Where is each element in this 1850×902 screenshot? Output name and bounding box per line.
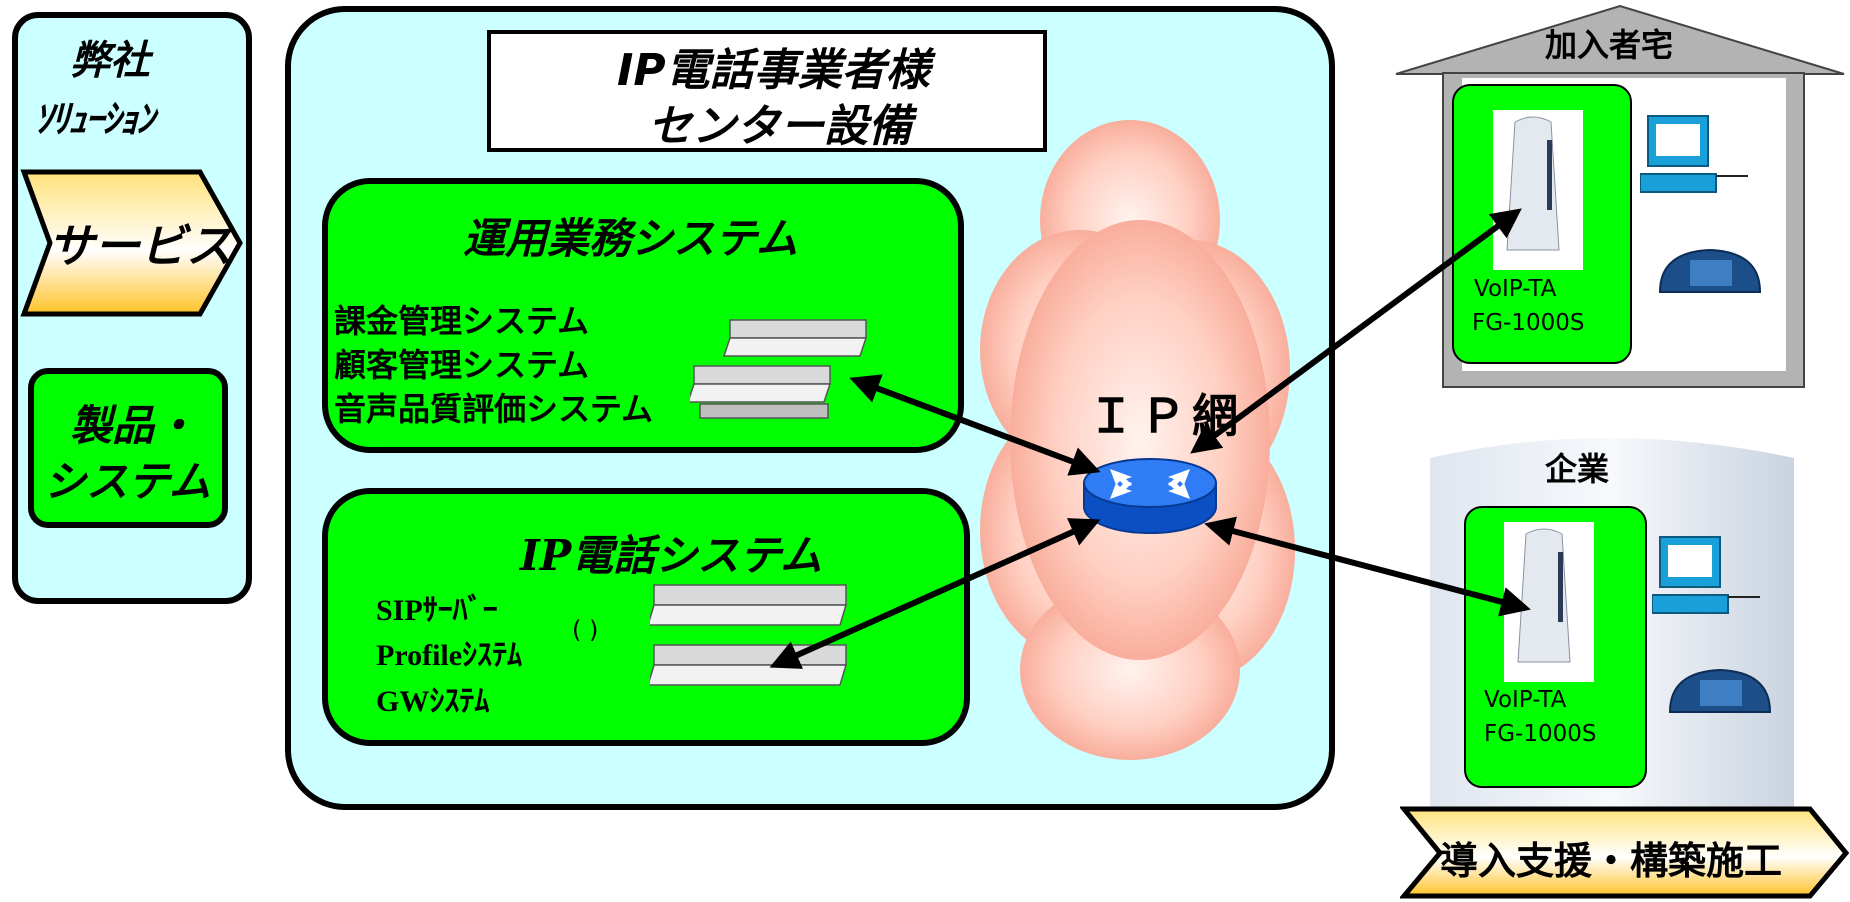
product-label-line1: 製品・ — [70, 401, 197, 450]
installation-banner — [1400, 806, 1850, 899]
ip-item-sip-server: SIPｻｰﾊﾞｰ — [376, 594, 498, 627]
service-label: サービス — [48, 219, 232, 273]
arrow-router-to-enterprise — [1204, 516, 1531, 617]
service-arrow-tag — [20, 169, 243, 317]
arrow-ops-to-router — [849, 374, 1101, 476]
ops-item-billing: 課金管理システム — [334, 302, 590, 340]
installation-banner-label: 導入支援・構築施工 — [1440, 839, 1783, 883]
center-title-box — [487, 30, 1047, 152]
solutions-title-line1: 弊社 — [70, 38, 150, 84]
router-icon — [1083, 458, 1217, 534]
ip-item-profile-system: Profileｼｽﾃﾑ — [376, 639, 523, 672]
center-title-line2: センター設備 — [648, 101, 912, 152]
phone-icon — [1658, 248, 1762, 293]
ip-item-gw-system: GWｼｽﾃﾑ — [376, 685, 490, 718]
enterprise-device-line2: FG-1000S — [1484, 721, 1597, 747]
pc-icon — [1652, 536, 1760, 614]
server-rack-icon — [690, 319, 868, 419]
solutions-title-line2: ｿﾘｭｰｼｮﾝ — [34, 97, 155, 141]
arrow-ipphone-to-router — [769, 518, 1101, 669]
phone-icon — [1668, 668, 1772, 713]
arrow-router-to-home — [1190, 208, 1522, 454]
subscriber-title: 加入者宅 — [1545, 26, 1674, 64]
ip-item-paren: ( ) — [572, 616, 599, 644]
enterprise-device-line1: VoIP-TA — [1484, 687, 1567, 713]
product-system-box — [28, 368, 228, 528]
operations-system-title: 運用業務システム — [463, 214, 798, 263]
enterprise-title: 企業 — [1545, 450, 1610, 488]
product-label-line2: システム — [44, 457, 211, 506]
ops-item-voice-quality: 音声品質評価システム — [334, 390, 654, 428]
center-title-line1: IP電話事業者様 — [617, 45, 930, 96]
ops-item-customer: 顧客管理システム — [334, 346, 590, 384]
pc-icon — [1640, 115, 1748, 193]
